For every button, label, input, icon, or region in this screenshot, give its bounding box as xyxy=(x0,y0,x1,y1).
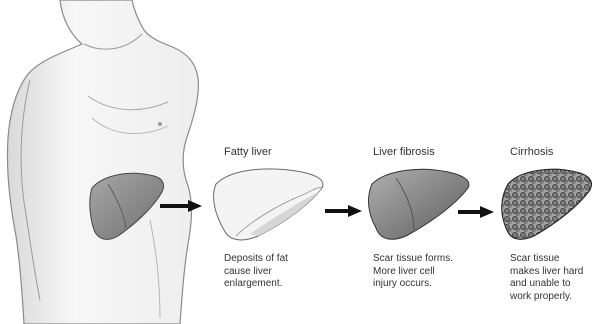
stage-title-cirrhosis: Cirrhosis xyxy=(510,146,553,159)
arrow-2 xyxy=(325,205,362,217)
description-line: Scar tissue forms. xyxy=(373,253,453,266)
description-line: enlargement. xyxy=(224,278,288,291)
human-torso-illustration xyxy=(7,0,198,324)
stage-description-cirrhosis: Scar tissue makes liver hard and unable … xyxy=(510,253,583,303)
description-line: Deposits of fat xyxy=(224,253,288,266)
cirrhotic-liver-illustration xyxy=(502,169,592,239)
arrow-3 xyxy=(458,206,494,218)
stage-title-liver-fibrosis: Liver fibrosis xyxy=(373,146,435,159)
description-line: cause liver xyxy=(224,266,288,279)
nipple xyxy=(158,122,162,126)
fatty-liver-illustration xyxy=(214,169,323,240)
stage-title-fatty-liver: Fatty liver xyxy=(224,146,272,159)
description-line: More liver cell xyxy=(373,266,453,279)
description-line: injury occurs. xyxy=(373,278,453,291)
description-line: Scar tissue xyxy=(510,253,583,266)
stage-description-fatty-liver: Deposits of fat cause liver enlargement. xyxy=(224,253,288,291)
description-line: and unable to xyxy=(510,278,583,291)
stage-description-liver-fibrosis: Scar tissue forms. More liver cell injur… xyxy=(373,253,453,291)
fibrotic-liver-illustration xyxy=(369,169,469,239)
description-line: makes liver hard xyxy=(510,266,583,279)
description-line: work properly. xyxy=(510,291,583,304)
